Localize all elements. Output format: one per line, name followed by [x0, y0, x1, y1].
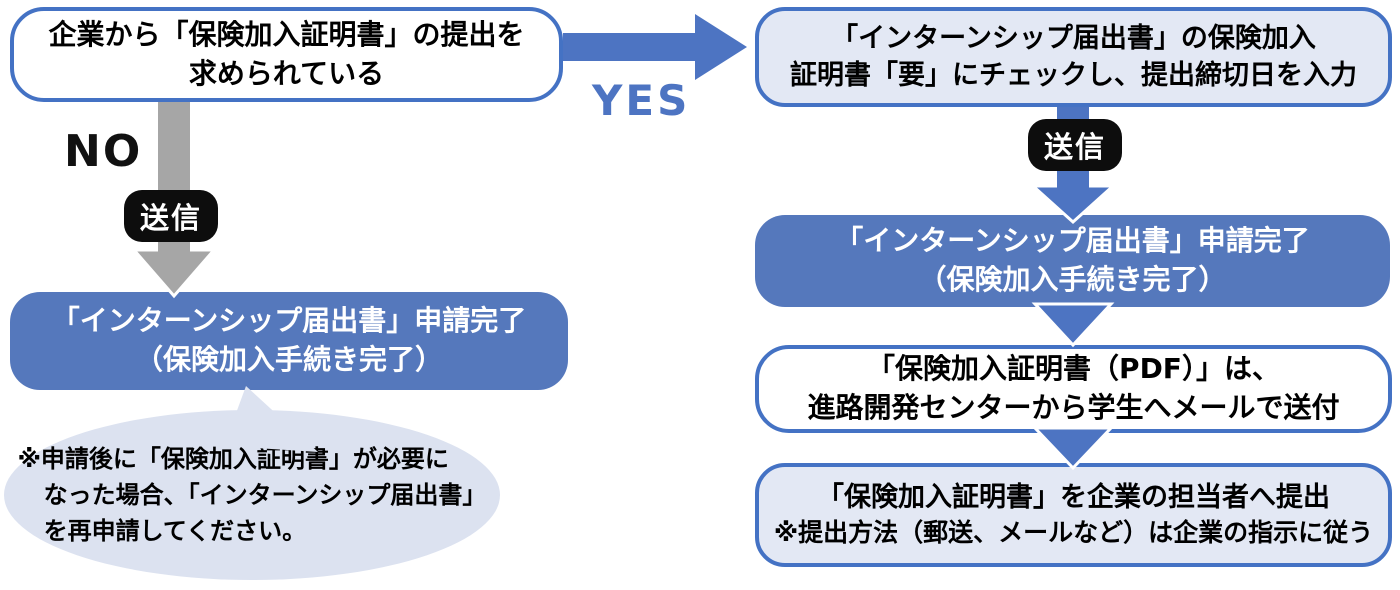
reapply-note-text: ※申請後に「保険加入証明書」が必要に なった場合、「インターンシップ届出書」 を…	[18, 441, 487, 549]
no-branch-label: NO	[64, 126, 143, 177]
submit-line1: 「保険加入証明書」を企業の担当者へ提出	[817, 482, 1330, 514]
yes-complete-line1: 「インターンシップ届出書」申請完了	[835, 224, 1310, 258]
yes-step-line2: 証明書「要」にチェックし、提出締切日を入力	[790, 60, 1357, 91]
note-line3: を再申請してください。	[43, 517, 307, 545]
yes-branch-complete-box: 「インターンシップ届出書」申請完了 （保険加入手続き完了）	[755, 215, 1390, 307]
start-condition-box: 企業から「保険加入証明書」の提出を 求められている	[10, 7, 563, 102]
yes-step-box: 「インターンシップ届出書」の保険加入 証明書「要」にチェックし、提出締切日を入力	[755, 7, 1392, 107]
no-arrow-head	[130, 248, 218, 299]
send-badge-right: 送信	[1028, 119, 1122, 171]
start-condition-line2: 求められている	[188, 56, 385, 90]
yes-step-line1: 「インターンシップ届出書」の保険加入	[831, 22, 1316, 54]
yes-complete-line2: （保険加入手続き完了）	[918, 263, 1227, 296]
send-badge-left: 送信	[124, 190, 218, 242]
flow-arrow-triangle-1	[1031, 302, 1115, 348]
note-line2: なった場合、「インターンシップ届出書」	[43, 481, 487, 509]
reapply-note-callout: ※申請後に「保険加入証明書」が必要に なった場合、「インターンシップ届出書」 を…	[4, 410, 500, 580]
no-complete-line1: 「インターンシップ届出書」申請完了	[51, 304, 527, 338]
yes-branch-label: YES	[592, 76, 691, 125]
flow-arrow-triangle-2	[1031, 426, 1115, 471]
yes-arrow	[563, 14, 747, 80]
start-condition-line1: 企業から「保険加入証明書」の提出を	[48, 17, 525, 51]
no-complete-line2: （保険加入手続き完了）	[134, 343, 443, 376]
pdf-mail-line1: 「保険加入証明書（PDF）」は、	[867, 352, 1280, 386]
pdf-mail-box: 「保険加入証明書（PDF）」は、 進路開発センターから学生へメールで送付	[755, 345, 1392, 433]
submit-to-company-box: 「保険加入証明書」を企業の担当者へ提出 ※提出方法（郵送、メールなど）は企業の指…	[755, 463, 1392, 567]
pdf-mail-line2: 進路開発センターから学生へメールで送付	[807, 391, 1340, 424]
submit-line2: ※提出方法（郵送、メールなど）は企業の指示に従う	[773, 518, 1374, 548]
note-line1: ※申請後に「保険加入証明書」が必要に	[17, 445, 449, 473]
no-branch-complete-box: 「インターンシップ届出書」申請完了 （保険加入手続き完了）	[10, 292, 568, 390]
